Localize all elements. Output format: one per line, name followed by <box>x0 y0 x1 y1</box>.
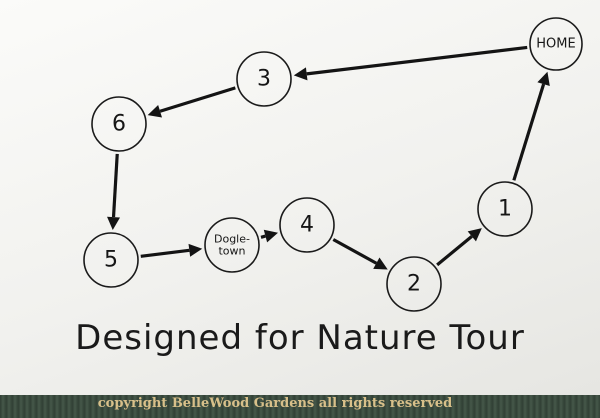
node-dogletown: Dogle-town <box>204 217 260 273</box>
node-5: 5 <box>83 232 139 288</box>
node-2-label: 2 <box>407 272 421 297</box>
edge-1-to-home-arrowhead <box>537 71 550 87</box>
edge-6-to-5 <box>107 153 121 231</box>
edge-dogletown-to-4-arrowhead <box>263 229 279 243</box>
tour-diagram: HOME 3 6 5 Dogle-town 4 2 1 <box>83 17 583 312</box>
node-2: 2 <box>386 256 442 312</box>
edge-3-to-6-arrowhead <box>147 105 162 118</box>
edge-3-to-6-line <box>159 86 236 113</box>
edge-4-to-2-line <box>332 238 378 265</box>
edge-6-to-5-arrowhead <box>107 216 121 231</box>
node-6-circle <box>91 96 147 152</box>
node-4-circle <box>279 197 335 253</box>
node-1-label: 1 <box>498 197 512 222</box>
copyright-notice: copyright BelleWood Gardens all rights r… <box>97 396 453 411</box>
node-3-label: 3 <box>257 67 271 92</box>
node-2-circle <box>386 256 442 312</box>
node-5-circle <box>83 232 139 288</box>
node-home: HOME <box>529 17 583 71</box>
diagram-caption: Designed for Nature Tour <box>75 318 525 358</box>
edge-home-to-3-line <box>306 45 528 76</box>
edge-1-to-home <box>512 71 550 181</box>
edge-home-to-3-arrowhead <box>293 67 308 81</box>
node-6: 6 <box>91 96 147 152</box>
edge-6-to-5-line <box>111 153 119 218</box>
node-6-label: 6 <box>112 112 126 137</box>
edge-home-to-3 <box>293 45 528 81</box>
paper-card <box>0 0 600 395</box>
node-4: 4 <box>279 197 335 253</box>
node-1: 1 <box>477 181 533 237</box>
node-1-circle <box>477 181 533 237</box>
edge-2-to-1 <box>436 228 482 267</box>
node-dogletown-label-1: Dogle- <box>214 233 250 246</box>
node-home-circle <box>529 17 583 71</box>
node-3: 3 <box>236 51 292 107</box>
edge-4-to-2-arrowhead <box>373 257 388 270</box>
node-5-label: 5 <box>104 248 118 273</box>
edge-5-to-dogletown-line <box>140 248 190 258</box>
background-carpet <box>0 395 600 418</box>
node-dogletown-circle <box>204 217 260 273</box>
edge-5-to-dogletown-arrowhead <box>188 243 203 257</box>
edge-3-to-6 <box>147 86 236 118</box>
node-3-circle <box>236 51 292 107</box>
node-home-label: HOME <box>536 37 575 52</box>
edge-dogletown-to-4 <box>260 229 279 243</box>
edge-4-to-2 <box>332 238 388 270</box>
node-dogletown-label-2: town <box>218 244 245 257</box>
edges-layer <box>107 45 550 270</box>
edge-2-to-1-line <box>436 235 473 267</box>
nodes-layer: HOME 3 6 5 Dogle-town 4 2 1 <box>83 17 583 312</box>
edge-1-to-home-line <box>512 83 546 181</box>
edge-2-to-1-arrowhead <box>467 228 482 242</box>
edge-5-to-dogletown <box>140 243 203 258</box>
edge-dogletown-to-4-line <box>260 234 266 239</box>
node-4-label: 4 <box>300 213 314 238</box>
